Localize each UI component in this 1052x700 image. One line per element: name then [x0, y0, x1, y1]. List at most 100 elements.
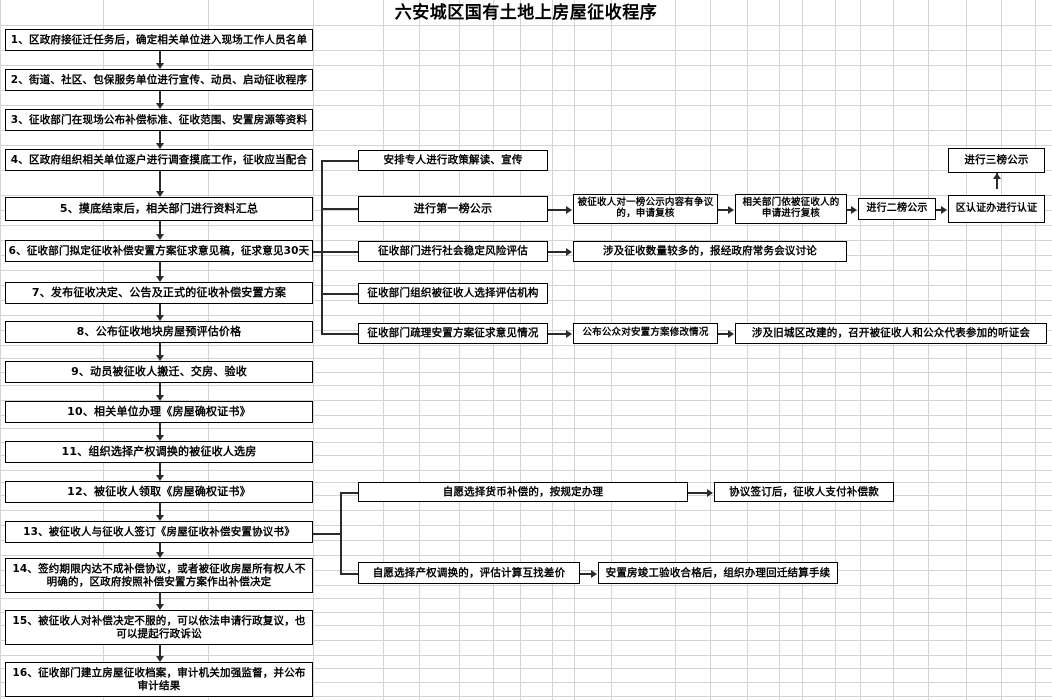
arrowhead-right-icon: [728, 329, 734, 338]
branch-box-b16: 自愿选择产权调换的，评估计算互找差价: [358, 562, 580, 584]
arrowhead-down-icon: [155, 395, 164, 401]
branch-box-b8: 征收部门进行社会稳定风险评估: [358, 241, 548, 262]
box-label: 相关部门依被征收人的申请进行复核: [742, 197, 840, 219]
box-label: 区认证办进行认证: [955, 203, 1038, 215]
grid-row-line: [0, 525, 1052, 526]
connector-vertical: [159, 131, 161, 143]
grid-row-line: [0, 372, 1052, 373]
connector-vertical: [159, 645, 161, 656]
grid-row-line: [0, 540, 1052, 541]
grid-row-line: [0, 90, 1052, 91]
arrowhead-down-icon: [155, 604, 164, 610]
flow-step-box-1: 1、区政府接征迁任务后，确定相关单位进入现场工作人员名单: [5, 29, 313, 51]
grid-column-line: [383, 0, 384, 700]
connector-vertical: [159, 221, 161, 234]
box-label: 14、签约期限内达不成补偿协议，或者被征收房屋所有权人不明确的，区政府按照补偿安…: [12, 563, 306, 588]
flow-step-box-4: 4、区政府组织相关单位逐户进行调查摸底工作，征收应当配合: [5, 149, 313, 171]
arrowhead-down-icon: [155, 552, 164, 558]
grid-column-line: [552, 0, 553, 700]
arrowhead-right-icon: [728, 205, 734, 214]
arrowhead-up-icon: [992, 173, 1001, 179]
connector-vertical: [159, 262, 161, 276]
grid-row-line: [0, 240, 1052, 241]
arrowhead-down-icon: [155, 276, 164, 282]
box-label: 3、征收部门在现场公布补偿标准、征收范围、安置房源等资料: [10, 113, 308, 126]
flow-step-box-9: 9、动员被征收人搬迁、交房、验收: [5, 361, 313, 383]
grid-row-line: [0, 696, 1052, 697]
grid-column-line: [520, 0, 521, 700]
connector-horizontal: [936, 209, 942, 211]
box-label: 进行三榜公示: [964, 154, 1029, 167]
branch-box-b4: 相关部门依被征收人的申请进行复核: [735, 194, 847, 224]
box-label: 进行第一榜公示: [413, 201, 493, 215]
connector-vertical: [159, 423, 161, 435]
arrowhead-down-icon: [155, 656, 164, 662]
grid-row-line: [0, 585, 1052, 586]
box-label: 征收部门疏理安置方案征求意见情况: [367, 327, 539, 340]
flow-step-box-5: 5、摸底结束后，相关部门进行资料汇总: [5, 197, 313, 221]
branch-box-b15: 协议签订后，征收人支付补偿款: [714, 482, 894, 502]
connector-horizontal: [847, 209, 852, 211]
grid-column-line: [1001, 0, 1002, 700]
box-label: 安排专人进行政策解读、宣传: [383, 154, 523, 167]
grid-row-line: [0, 50, 1052, 51]
grid-row-line: [0, 345, 1052, 346]
flow-step-box-13: 13、被征收人与征收人签订《房屋征收补偿安置协议书》: [5, 521, 313, 543]
connector-vertical: [159, 383, 161, 395]
arrowhead-down-icon: [155, 475, 164, 481]
connector-vertical: [159, 463, 161, 475]
branch-box-b7: 进行三榜公示: [948, 148, 1045, 173]
arrowhead-down-icon: [155, 103, 164, 109]
box-label: 9、动员被征收人搬迁、交房、验收: [71, 364, 247, 378]
arrowhead-down-icon: [155, 515, 164, 521]
connector-vertical: [159, 91, 161, 103]
arrowhead-right-icon: [707, 488, 713, 497]
grid-row-line: [0, 225, 1052, 226]
connector-vertical: [159, 51, 161, 63]
connector-vertical: [159, 343, 161, 355]
grid-row-line: [0, 25, 1052, 26]
connector-horizontal: [321, 333, 358, 335]
grid-row-line: [0, 555, 1052, 556]
grid-row-line: [0, 455, 1052, 456]
box-label: 涉及征收数量较多的，报经政府常务会议讨论: [603, 245, 817, 258]
connector-horizontal: [548, 333, 566, 335]
flow-step-box-10: 10、相关单位办理《房屋确权证书》: [5, 401, 313, 423]
box-label: 13、被征收人与征收人签订《房屋征收补偿安置协议书》: [23, 525, 295, 538]
box-label: 8、公布征收地块房屋预评估价格: [76, 324, 242, 338]
connector-horizontal: [321, 293, 358, 295]
grid-row-line: [0, 625, 1052, 626]
grid-row-line: [0, 510, 1052, 511]
box-label: 进行二榜公示: [866, 203, 928, 215]
flow-step-box-16: 16、征收部门建立房屋征收档案，审计机关加强监督，并公布审计结果: [5, 662, 313, 697]
grid-column-line: [710, 0, 711, 700]
arrowhead-down-icon: [155, 355, 164, 361]
connector-horizontal: [688, 492, 708, 494]
box-label: 15、被征收人对补偿决定不服的，可以依法申请行政复议，也可以提起行政诉讼: [12, 615, 306, 640]
branch-box-b1: 安排专人进行政策解读、宣传: [358, 150, 548, 171]
grid-column-line: [779, 0, 780, 700]
arrowhead-down-icon: [155, 435, 164, 441]
flow-step-box-11: 11、组织选择产权调换的被征收人选房: [5, 441, 313, 463]
box-label: 公布公众对安置方案修改情况: [582, 327, 709, 339]
flow-step-box-12: 12、被征收人领取《房屋确权证书》: [5, 481, 313, 503]
connector-vertical: [159, 171, 161, 191]
arrowhead-down-icon: [155, 191, 164, 197]
grid-row-line: [0, 385, 1052, 386]
grid-column-line: [966, 0, 967, 700]
branch-box-b9: 涉及征收数量较多的，报经政府常务会议讨论: [573, 241, 847, 262]
flow-step-box-6: 6、征收部门拟定征收补偿安置方案征求意见稿，征求意见30天: [5, 240, 313, 262]
grid-column-line: [893, 0, 894, 700]
grid-column-line: [835, 0, 836, 700]
connector-horizontal: [340, 573, 358, 575]
connector-vertical: [159, 593, 161, 604]
grid-row-line: [0, 195, 1052, 196]
box-label: 征收部门组织被征收人选择评估机构: [367, 287, 539, 300]
arrowhead-down-icon: [155, 63, 164, 69]
box-label: 10、相关单位办理《房屋确权证书》: [67, 404, 251, 418]
flow-step-box-8: 8、公布征收地块房屋预评估价格: [5, 321, 313, 343]
grid-column-line: [928, 0, 929, 700]
box-label: 涉及旧城区改建的，召开被征收人和公众代表参加的听证会: [751, 327, 1031, 340]
box-label: 自愿选择货币补偿的，按规定办理: [442, 485, 604, 498]
